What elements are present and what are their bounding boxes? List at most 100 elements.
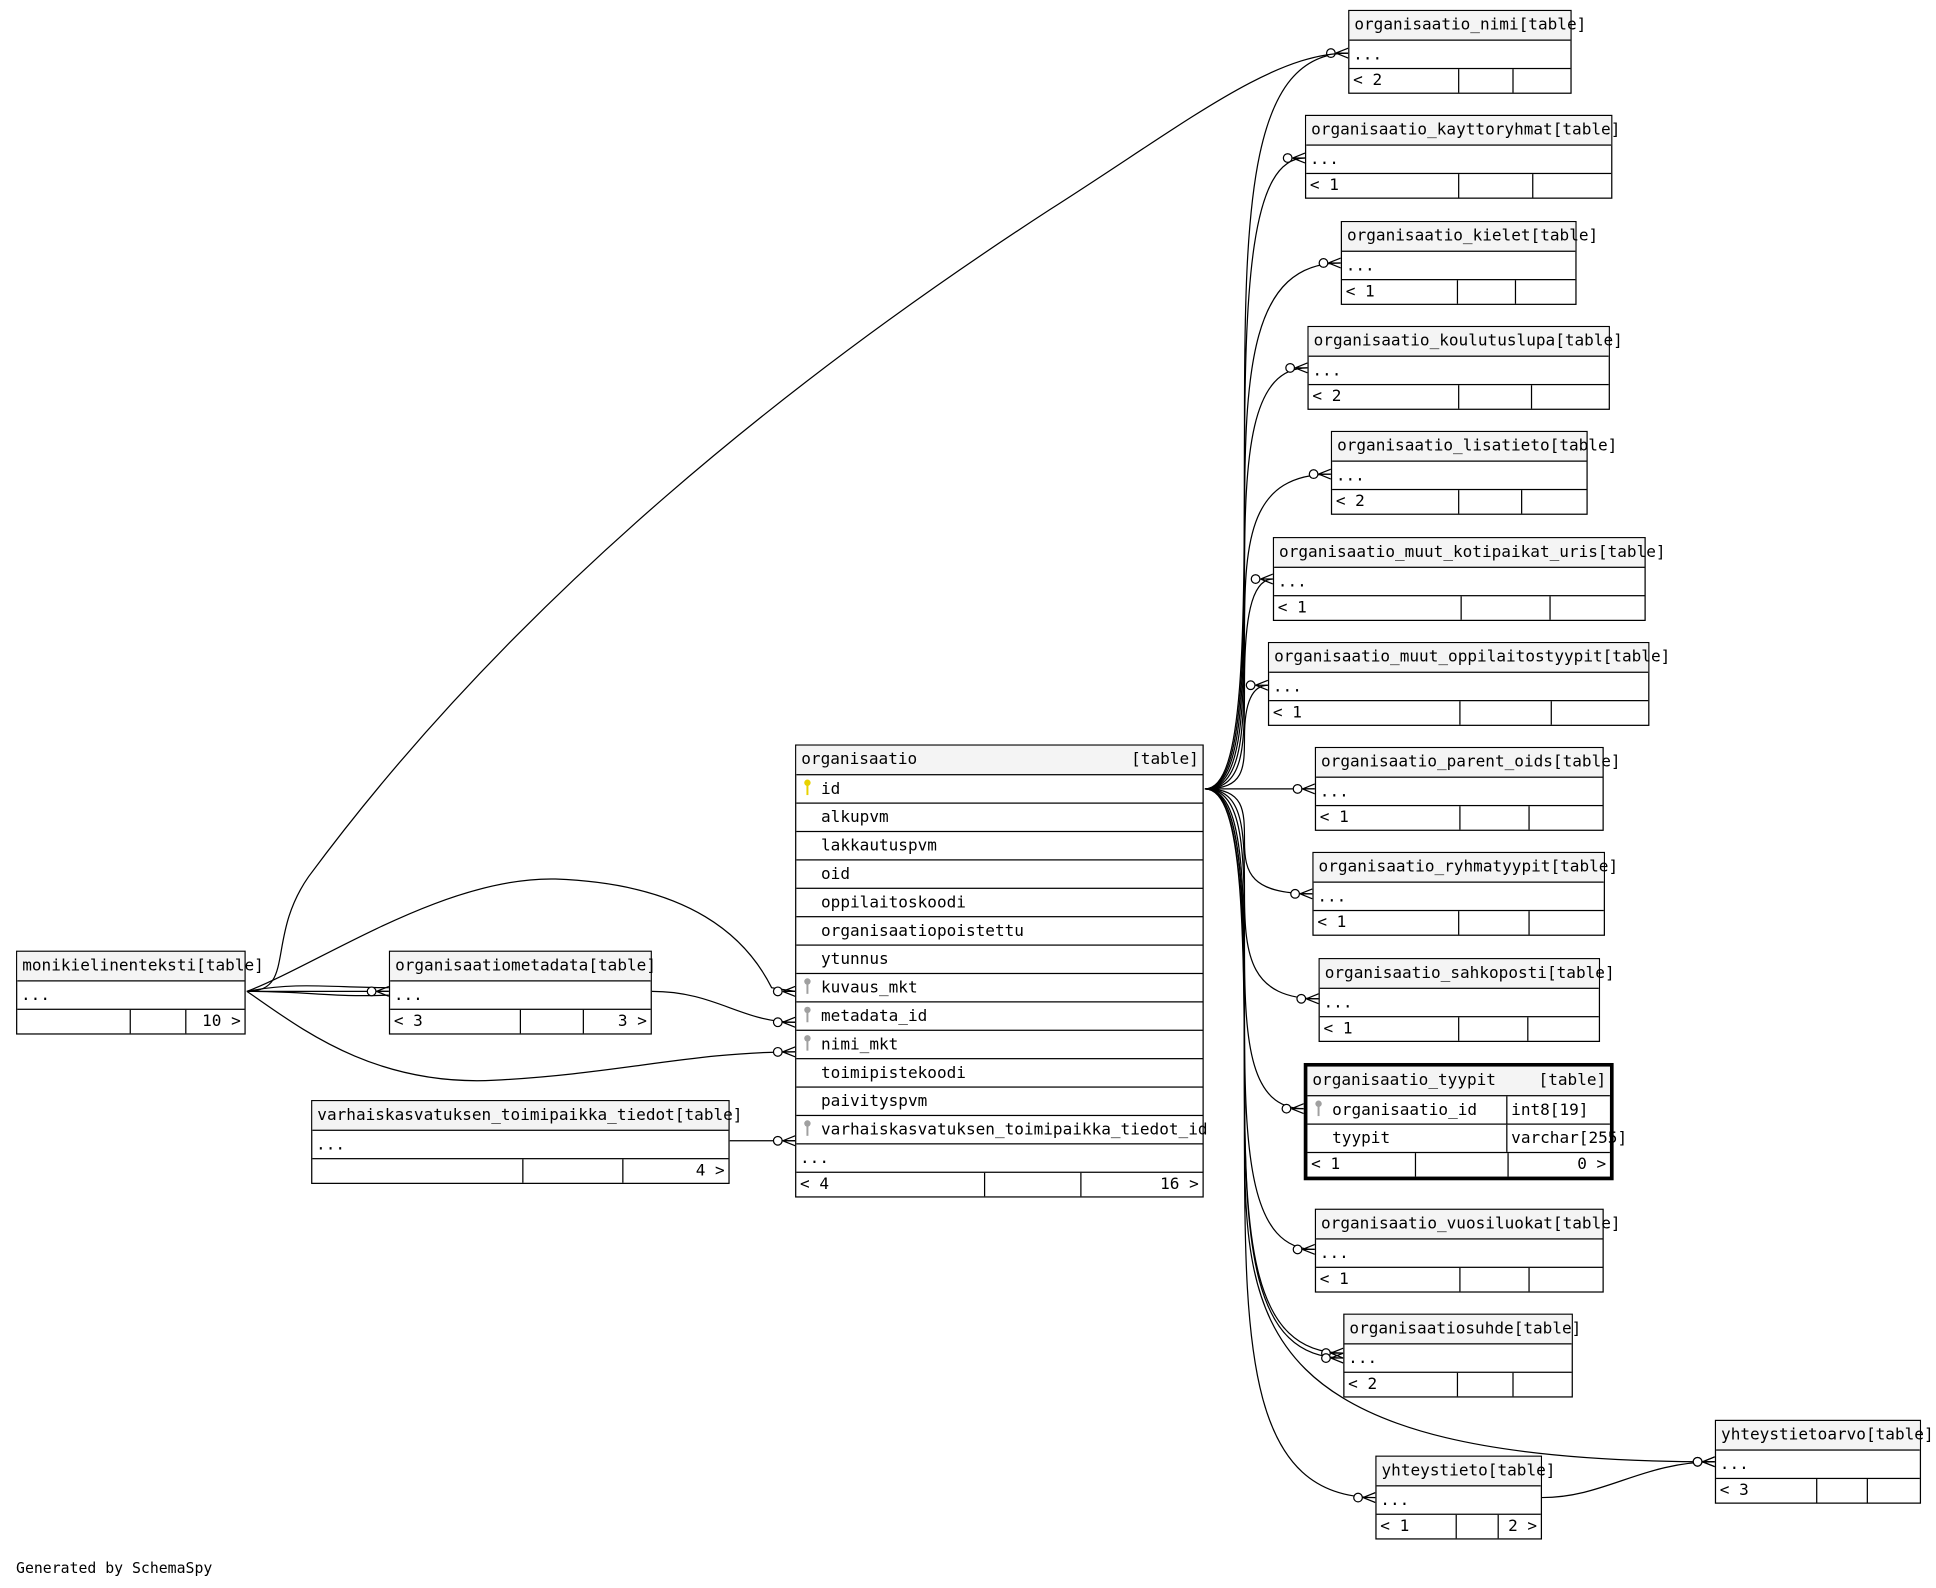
parent-count[interactable]: < 3 [390,1009,521,1034]
column-lakkautuspvm[interactable]: lakkautuspvm [796,832,1203,861]
child-count[interactable] [1530,1268,1603,1291]
table-yhteystietoarvo[interactable]: yhteystietoarvo[table] ... < 3 [1714,1419,1934,1504]
column-name: varhaiskasvatuksen_toimipaikka_tiedot_id [821,1120,1208,1139]
column-alkupvm[interactable]: alkupvm [796,804,1203,833]
child-count[interactable] [1530,806,1603,829]
table-organisaatio-ryhmatyypit[interactable]: organisaatio_ryhmatyypit[table] ... < 1 [1312,851,1618,936]
child-count[interactable] [1868,1479,1920,1502]
child-count[interactable] [1552,701,1648,724]
parent-count[interactable]: < 1 [1316,1267,1460,1292]
parent-count[interactable]: < 2 [1349,69,1460,93]
table-organisaatio-tyypit[interactable]: organisaatio_tyypit[table] organisaatio_… [1303,1062,1627,1181]
edge-yhteystieto-optional-marker [1353,1492,1363,1503]
column-ytunnus[interactable]: ytunnus [796,946,1203,975]
parent-count[interactable]: < 1 [1342,280,1459,304]
child-count[interactable]: 16 > [1160,1175,1199,1194]
child-count[interactable] [1532,385,1608,408]
parent-count[interactable]: < 1 [1306,174,1460,198]
parent-count[interactable]: < 1 [1307,1153,1417,1177]
child-count[interactable] [1522,490,1587,513]
table-organisaatio-muut-kotipaikat-uris[interactable]: organisaatio_muut_kotipaikat_uris[table]… [1272,537,1666,622]
table-organisaatio-vuosiluokat[interactable]: organisaatio_vuosiluokat[table] ... < 1 [1314,1208,1621,1293]
table-name: organisaatiometadata [395,956,589,976]
table-organisaatio-muut-oppilaitostyypit[interactable]: organisaatio_muut_oppilaitostyypit[table… [1267,641,1670,726]
child-count[interactable] [1516,280,1576,303]
column-name: alkupvm [821,808,889,827]
parent-count[interactable]: < 2 [1309,385,1460,409]
child-count[interactable] [1551,596,1645,619]
column-toimipistekoodi[interactable]: toimipistekoodi [796,1059,1203,1088]
table-type-label: [table] [1865,1425,1934,1445]
column-name: paivityspvm [821,1092,928,1111]
table-organisaatio-kayttoryhmat[interactable]: organisaatio_kayttoryhmat[table] ... < 1 [1304,114,1620,199]
column-varhaiskasvatuksen-toimipaikka-tiedot-id[interactable]: varhaiskasvatuksen_toimipaikka_tiedot_id [796,1116,1208,1145]
table-type-label: [table] [1513,1319,1582,1339]
table-organisaatio-sahkoposti[interactable]: organisaatio_sahkoposti[table] ... < 1 [1318,958,1615,1043]
column-kuvaus-mkt[interactable]: kuvaus_mkt [796,974,1203,1003]
column-name: id [821,779,841,799]
column-organisaatiopoistettu[interactable]: organisaatiopoistettu [796,917,1203,946]
edge-organisaatiometadata-optional-marker [366,986,377,997]
table-type-label: [table] [1131,750,1199,770]
parent-count[interactable] [17,1009,131,1034]
table-organisaatio-lisatieto[interactable]: organisaatio_lisatieto[table] ... < 2 [1330,430,1617,515]
column-metadata-id[interactable]: metadata_id [796,1002,1203,1031]
column-tyypit[interactable]: tyypit varchar[255] [1307,1124,1627,1154]
parent-count[interactable]: < 1 [1314,911,1460,935]
hidden-columns: ... [1376,1486,1541,1515]
child-count[interactable] [1528,1017,1599,1040]
child-count[interactable] [1514,69,1570,92]
child-count[interactable]: 4 > [695,1161,725,1181]
table-varhaiskasvatuksen-toimipaikka-tiedot[interactable]: varhaiskasvatuksen_toimipaikka_tiedot[ta… [311,1100,742,1184]
parent-count[interactable]: < 1 [1274,596,1462,620]
parent-count[interactable] [312,1159,524,1183]
child-count[interactable] [1534,174,1611,197]
column-oppilaitoskoodi[interactable]: oppilaitoskoodi [796,889,1203,918]
table-name: organisaatiosuhde [1349,1319,1514,1339]
parent-count[interactable]: < 4 [796,1172,986,1197]
hidden-columns: ... [1316,778,1603,807]
table-type-label: [table] [1597,543,1666,562]
table-organisaatiosuhde[interactable]: organisaatiosuhde[table] ... < 2 [1343,1313,1581,1398]
child-count[interactable]: 0 > [1577,1155,1607,1175]
table-organisaatio-kielet[interactable]: organisaatio_kielet[table] ... < 1 [1340,220,1598,305]
edge-organisaatio-lisatieto-crow-foot [1318,468,1332,480]
parent-count[interactable]: < 1 [1316,806,1460,830]
column-name: kuvaus_mkt [821,978,918,997]
column-organisaatio-id[interactable]: organisaatio_id int8[19] [1307,1096,1610,1125]
parent-count[interactable]: < 1 [1269,701,1461,725]
table-name: yhteystietoarvo [1721,1425,1866,1445]
edge-organisaatio-lisatieto-optional-marker [1308,469,1319,480]
column-paivityspvm[interactable]: paivityspvm [796,1088,1203,1117]
table-organisaatio-koulutuslupa[interactable]: organisaatio_koulutuslupa[table] ... < 2 [1307,325,1623,410]
edge-organisaatio-koulutuslupa-optional-marker [1285,362,1296,373]
parent-count[interactable]: < 1 [1377,1514,1458,1539]
child-count[interactable] [1530,911,1604,934]
parent-count[interactable]: < 2 [1344,1372,1458,1397]
table-monikielinenteksti[interactable]: monikielinenteksti[table] ... 10 > [16,950,264,1035]
edge-organisaatio-parent-oids-crow-foot [1302,783,1316,795]
parent-count[interactable]: < 2 [1332,490,1460,514]
table-organisaatio-nimi[interactable]: organisaatio_nimi[table] ... < 2 [1348,9,1586,94]
column-nimi-mkt[interactable]: nimi_mkt [796,1031,1203,1060]
column-id[interactable]: id [796,775,1203,804]
foreign-key-icon [804,1035,811,1051]
edge-organisaatio-muut-oppilaitostyypit-optional-marker [1245,680,1256,691]
table-type-label: [table] [588,956,656,976]
edge-organisaatiosuhde-b-optional-marker [1321,1353,1331,1363]
table-name: varhaiskasvatuksen_toimipaikka_tiedot [317,1106,675,1125]
child-count[interactable] [1514,1373,1572,1396]
table-name: organisaatio_lisatieto [1337,437,1550,456]
parent-count[interactable]: < 3 [1716,1479,1818,1503]
child-count[interactable]: 3 > [617,1012,647,1031]
child-count[interactable]: 2 > [1508,1517,1538,1536]
edge-organisaatiosuhde-b-crow-foot [1330,1352,1344,1364]
parent-count[interactable]: < 1 [1320,1017,1460,1041]
child-count[interactable]: 10 > [202,1012,241,1031]
table-organisaatio-parent-oids[interactable]: organisaatio_parent_oids[table] ... < 1 [1314,746,1621,831]
hidden-columns: ... [1308,357,1609,386]
column-oid[interactable]: oid [796,861,1203,889]
